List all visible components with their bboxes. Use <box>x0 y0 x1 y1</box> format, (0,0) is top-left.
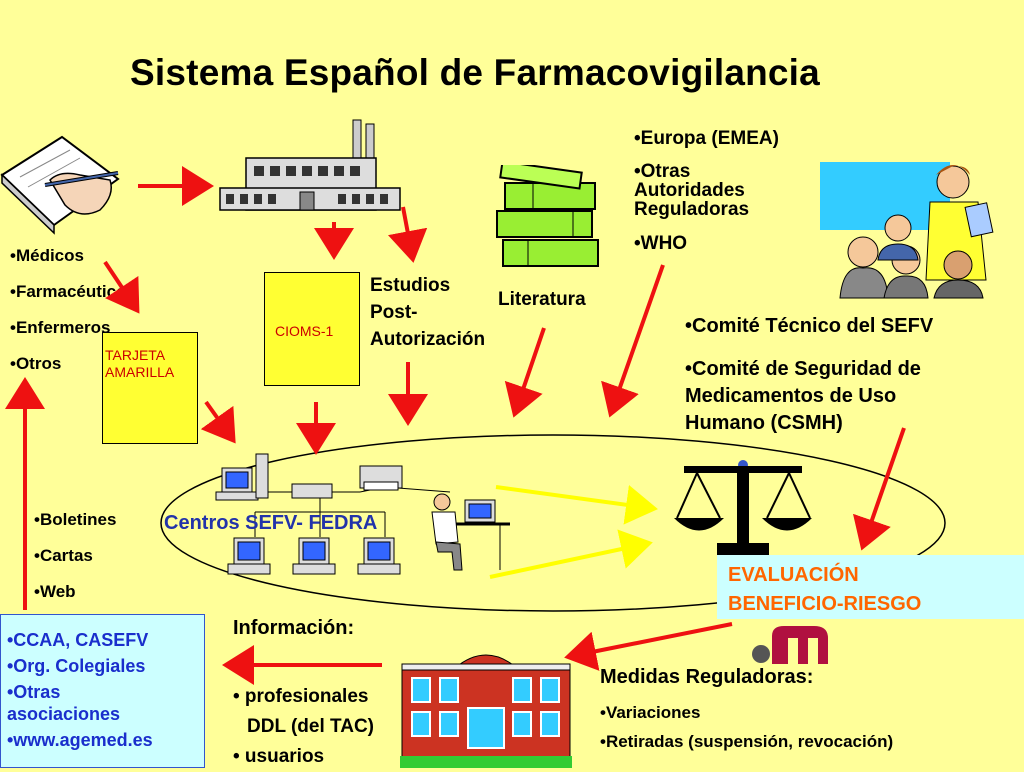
informacion-item: • profesionales <box>233 686 369 707</box>
notifier-item: •Médicos <box>10 246 84 265</box>
authority-line: •Otras <box>634 161 691 182</box>
tarjeta-label-1: TARJETA <box>105 347 166 363</box>
authority-otras: •Otras Autoridades Reguladoras <box>634 162 749 219</box>
medidas-list: •Variaciones •Retiradas (suspensión, rev… <box>600 698 893 756</box>
difusion-item: •Cartas <box>34 546 93 565</box>
difusion-item: •Boletines <box>34 510 117 529</box>
meeting-icon <box>820 162 994 299</box>
evaluacion-line: EVALUACIÓN <box>728 564 859 586</box>
comite-line: Humano (CSMH) <box>685 412 843 434</box>
informacion-heading: Información: <box>233 617 355 639</box>
agemed-logo-mark <box>752 626 828 664</box>
difusion-item: •Web <box>34 582 76 601</box>
medidas-heading: Medidas Reguladoras: <box>600 666 814 688</box>
destinatarios-box: •CCAA, CASEFV •Org. Colegiales •Otras as… <box>0 614 205 768</box>
comite-seguridad: •Comité de Seguridad de Medicamentos de … <box>685 356 921 437</box>
notifier-item: •Otros <box>10 354 62 373</box>
authority-who: •WHO <box>634 233 688 254</box>
authority-line: Reguladoras <box>634 199 750 220</box>
destinatario-item: •CCAA, CASEFV <box>7 630 149 650</box>
destinatario-item: •Org. Colegiales <box>7 656 146 676</box>
authority-europa: •Europa (EMEA) <box>634 128 779 149</box>
factory-icon <box>219 119 401 211</box>
literatura-label: Literatura <box>498 289 586 310</box>
destinatario-item: asociaciones <box>7 704 121 724</box>
estudios-line: Post- <box>370 302 418 323</box>
informacion-item: • usuarios <box>233 746 325 767</box>
tarjeta-label-2: AMARILLA <box>105 364 175 380</box>
evaluacion-beneficio-riesgo: EVALUACIÓN BENEFICIO-RIESGO <box>717 555 1024 619</box>
writing-hand-icon <box>0 135 120 235</box>
estudios-line: Estudios <box>370 275 451 296</box>
notifier-item: •Enfermeros <box>10 318 111 337</box>
page-title: Sistema Español de Farmacovigilancia <box>130 52 820 93</box>
cioms-label: CIOMS-1 <box>275 323 334 339</box>
centros-sefv-label: Centros SEFV- FEDRA <box>164 512 378 534</box>
notifier-item: •Farmacéuticos <box>10 282 136 301</box>
comite-line: •Comité de Seguridad de <box>685 358 921 380</box>
balance-scale-icon <box>674 460 812 555</box>
medidas-item: •Retiradas (suspensión, revocación) <box>600 732 894 751</box>
medidas-item: •Variaciones <box>600 703 701 722</box>
books-icon <box>496 165 599 267</box>
difusion-list: •Boletines •Cartas •Web <box>34 502 116 610</box>
informacion-item: DDL (del TAC) <box>247 716 375 737</box>
authority-line: Autoridades <box>634 180 745 201</box>
informacion-list: • profesionales DDL (del TAC) • usuarios <box>233 682 374 772</box>
estudios-post-autorizacion: Estudios Post- Autorización <box>370 272 485 353</box>
agency-building-icon <box>400 654 572 768</box>
destinatario-item[interactable]: •www.agemed.es <box>7 730 153 750</box>
agemed-logo <box>752 622 832 666</box>
comite-line: Medicamentos de Uso <box>685 385 897 407</box>
tarjeta-amarilla-box: TARJETA AMARILLA <box>102 332 198 444</box>
cioms-box: CIOMS-1 <box>264 272 360 386</box>
destinatario-item: •Otras <box>7 682 61 702</box>
computer-network-icon <box>215 453 510 575</box>
estudios-line: Autorización <box>370 329 486 350</box>
evaluacion-line: BENEFICIO-RIESGO <box>728 593 922 615</box>
comite-tecnico: •Comité Técnico del SEFV <box>685 315 934 337</box>
